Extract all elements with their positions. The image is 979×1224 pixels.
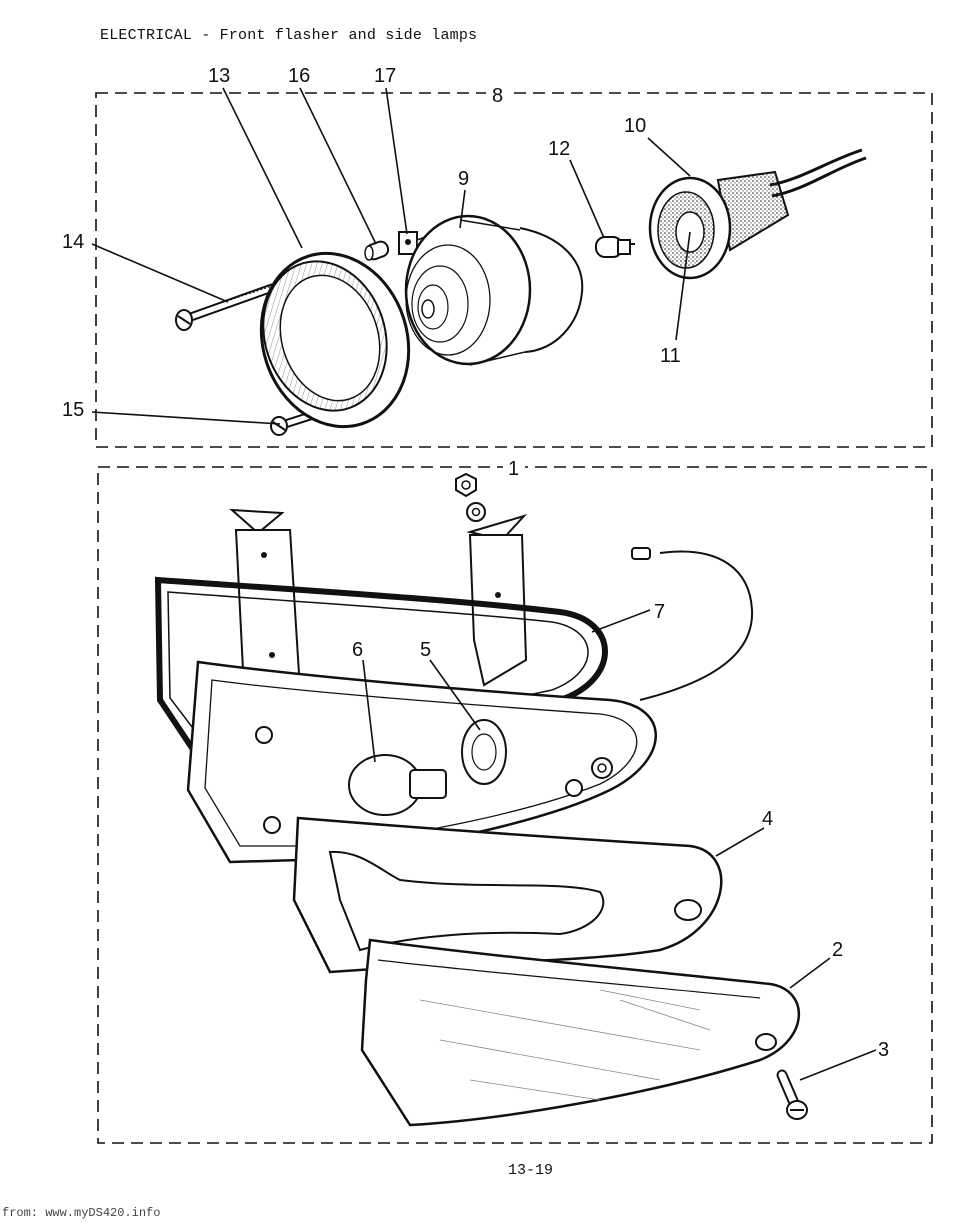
callout-11: 11: [660, 345, 681, 367]
group-box-1: [97, 466, 933, 1144]
flasher-bulb-12: [595, 236, 635, 258]
bulb-holder-10: [648, 148, 867, 280]
callout-10: 10: [624, 115, 646, 137]
callout-6: 6: [352, 639, 363, 661]
leader-lines: [91, 87, 877, 1081]
mounting-bracket-left: [229, 508, 302, 691]
screw-3: [776, 1069, 808, 1120]
lamp-body: [186, 660, 657, 864]
callout-12: 12: [548, 138, 570, 160]
callout-17: 17: [374, 65, 396, 87]
lamp-rim-13: [259, 251, 411, 429]
screw-14: [175, 283, 277, 331]
callout-9: 9: [458, 168, 469, 190]
outer-lens-2: [360, 938, 801, 1127]
page-number: 13-19: [508, 1162, 554, 1179]
callout-13: 13: [208, 65, 230, 87]
feed-cable: [631, 547, 754, 701]
callout-4: 4: [762, 808, 773, 830]
gasket-7: [154, 576, 608, 764]
flasher-lens-9: [404, 214, 584, 366]
inner-gasket-4: [292, 816, 723, 974]
callout-7: 7: [654, 601, 665, 623]
mounting-bracket-right: [466, 514, 528, 687]
callout-15: 15: [62, 399, 84, 421]
callout-2: 2: [832, 939, 843, 961]
source-watermark: from: www.myDS420.info: [2, 1206, 161, 1220]
callout-14: 14: [62, 231, 84, 253]
page-title: ELECTRICAL - Front flasher and side lamp…: [100, 27, 478, 44]
nut-and-washer: [455, 472, 486, 522]
group-label-8: 8: [492, 85, 503, 107]
callout-5: 5: [420, 639, 431, 661]
bush-16: [364, 240, 390, 261]
group-label-1: 1: [508, 458, 519, 480]
callout-16: 16: [288, 65, 310, 87]
callout-3: 3: [878, 1039, 889, 1061]
